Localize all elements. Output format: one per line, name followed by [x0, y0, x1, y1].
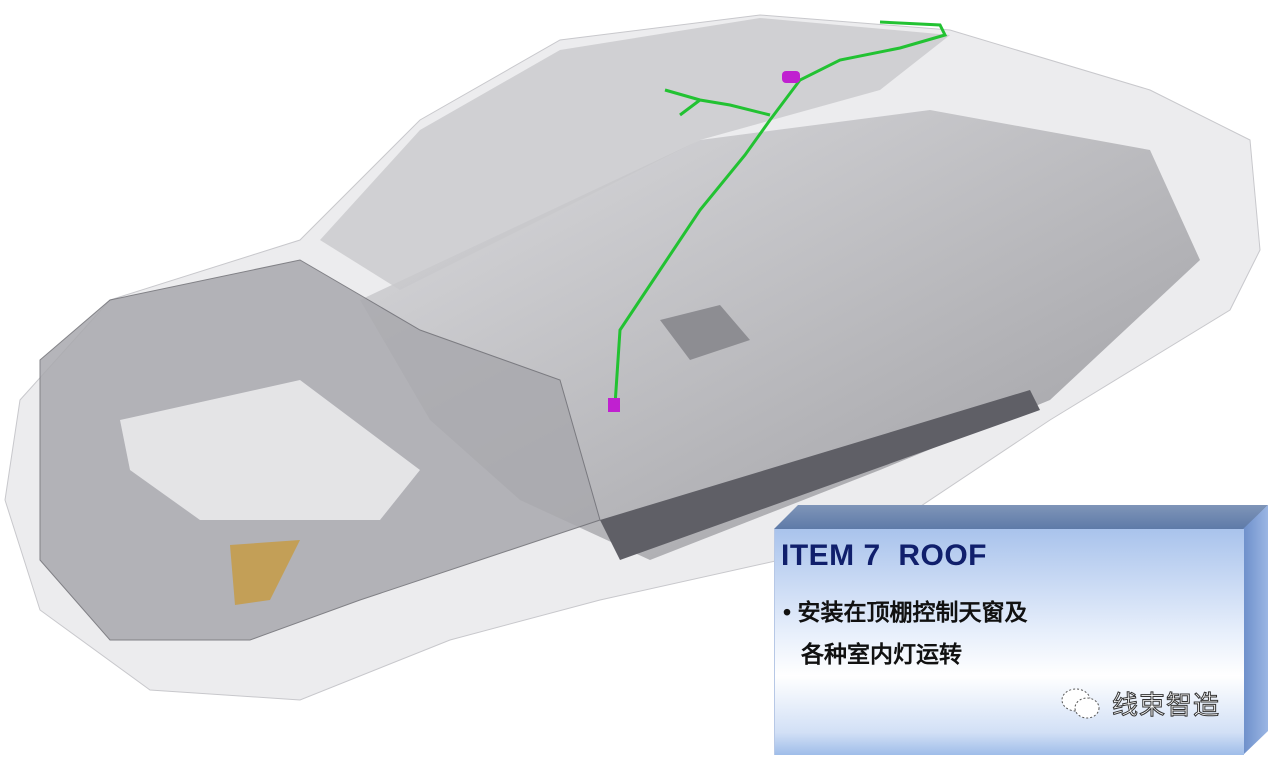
watermark-text: 线束智造: [1111, 690, 1221, 721]
info-box-front: ITEM 7 ROOF • 安装在顶棚控制天窗及 各种室内灯运转 线束智造: [774, 529, 1244, 755]
harness-connector: [608, 398, 620, 412]
bullet-line-2: 各种室内灯运转: [801, 641, 962, 667]
roof-wire-harness: [613, 20, 948, 406]
harness-connector: [782, 71, 800, 83]
bullet-line-1: • 安装在顶棚控制天窗及: [783, 593, 1027, 627]
headlamp: [230, 540, 300, 605]
bullet-text-1: 安装在顶棚控制天窗及: [797, 599, 1028, 625]
engine-bay-opening: [120, 380, 420, 520]
seat: [660, 305, 750, 360]
wechat-icon: [1061, 688, 1100, 718]
side-sill: [600, 390, 1040, 560]
info-box-bevel-side: [1243, 505, 1268, 755]
watermark: 线束智造: [1060, 685, 1220, 722]
roof-glass: [320, 18, 950, 290]
info-box-bevel-top: [774, 505, 1268, 529]
bullet-marker: •: [783, 599, 792, 625]
item-title: ITEM 7 ROOF: [781, 539, 988, 572]
info-box: ITEM 7 ROOF • 安装在顶棚控制天窗及 各种室内灯运转 线束智造: [774, 505, 1268, 755]
